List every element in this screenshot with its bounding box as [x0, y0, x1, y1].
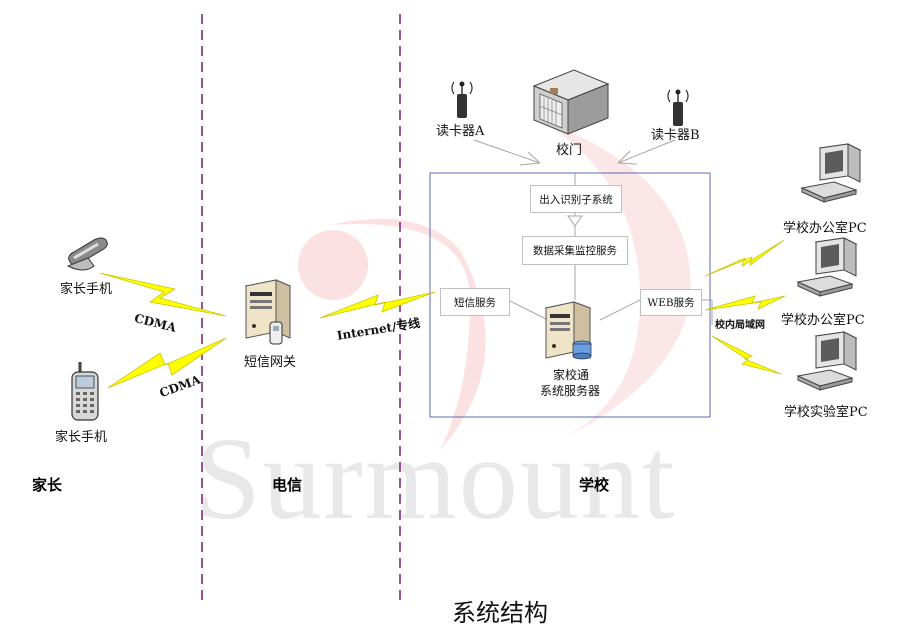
diagram-caption: 系统结构	[452, 599, 548, 627]
cdma-lightning-top	[99, 272, 227, 317]
zone-label-parent: 家长	[32, 476, 63, 494]
school-gate-icon	[532, 69, 610, 135]
pc2-label: 学校办公室PC	[781, 313, 865, 328]
server-label-line1: 家校通	[553, 368, 590, 382]
sms-service-box: 短信服务	[440, 288, 510, 316]
entry-recognition-subsystem-box: 出入识别子系统	[530, 185, 622, 213]
pc-icon-1	[800, 143, 862, 203]
reader-a-label: 读卡器A	[436, 124, 485, 139]
pc1-label: 学校办公室PC	[783, 221, 867, 236]
reader-b-antenna-icon	[667, 89, 689, 126]
pc-icon-2	[796, 237, 858, 297]
data-collection-monitor-box: 数据采集监控服务	[522, 236, 628, 265]
cdma-lightning-bottom	[107, 337, 227, 389]
surmount-watermark: Surmount	[195, 413, 677, 544]
reader-a-antenna-icon	[451, 81, 473, 118]
parent-phone-bottom-label: 家长手机	[55, 430, 108, 445]
school-network-frame	[429, 172, 711, 418]
web-service-box: WEB服务	[640, 289, 702, 316]
flip-phone-icon	[66, 237, 108, 271]
home-school-server-icon	[544, 301, 592, 360]
campus-lan-label: 校内局域网	[715, 320, 765, 331]
pc-icon-3	[796, 331, 858, 391]
parent-phone-top-label: 家长手机	[60, 282, 113, 297]
lan-lightning-1	[704, 239, 785, 277]
internet-lightning	[319, 291, 436, 319]
school-gate-label: 校门	[556, 143, 583, 158]
sms-gateway-server-icon	[244, 279, 292, 345]
pc3-label: 学校实验室PC	[784, 405, 868, 420]
lan-lightning-2	[704, 295, 786, 311]
zone-label-school: 学校	[579, 476, 610, 494]
lan-lightning-3	[711, 335, 782, 375]
sms-gateway-label: 短信网关	[244, 355, 297, 370]
server-label-line2: 系统服务器	[540, 384, 601, 398]
bar-phone-icon	[71, 362, 99, 421]
zone-label-telecom: 电信	[272, 476, 303, 494]
reader-b-label: 读卡器B	[651, 128, 700, 143]
